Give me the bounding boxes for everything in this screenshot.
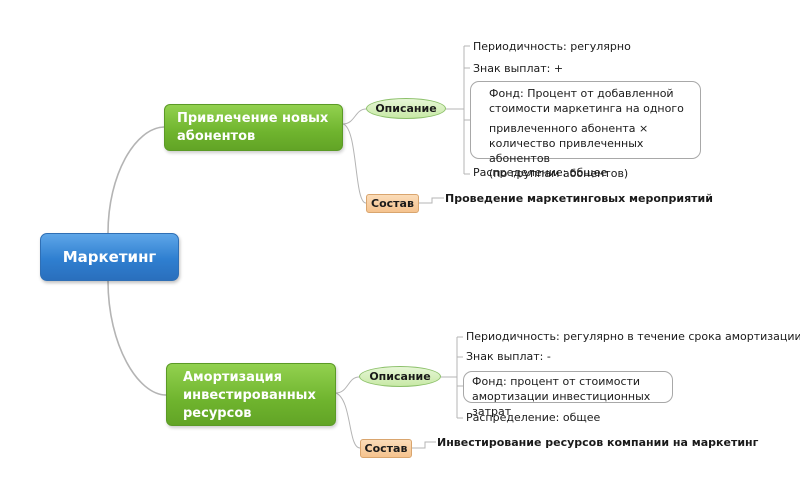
connector-central-to-branch-2 <box>107 280 167 396</box>
fund-line: привлеченного абонента × <box>489 122 649 135</box>
composition-node-2[interactable]: Состав <box>360 439 412 458</box>
central-topic-label: Маркетинг <box>62 248 157 266</box>
fund-line: амортизации инвестиционных затрат <box>472 390 651 418</box>
description-label: Описание <box>369 370 431 383</box>
periodicity-text-2: Периодичность: регулярно в течение срока… <box>466 330 800 343</box>
fund-line: стоимости маркетинга на одного <box>489 102 684 115</box>
fund-box-2: Фонд: процент от стоимости амортизации и… <box>463 371 673 418</box>
connector-branch-2-to-composition <box>335 392 361 449</box>
composition-label: Состав <box>364 442 408 455</box>
fund-line: Фонд: процент от стоимости <box>472 375 641 388</box>
periodicity-text-1: Периодичность: регулярно <box>473 40 631 53</box>
composition-value-1: Проведение маркетинговых мероприятий <box>445 192 713 205</box>
branch-title-line: Привлечение новых <box>177 111 329 126</box>
connector-description-1-attributes <box>446 45 470 175</box>
branch-title-line: Амортизация <box>183 370 282 385</box>
description-node-2[interactable]: Описание <box>359 366 441 387</box>
connector-description-2-attributes <box>441 336 463 419</box>
composition-value-2: Инвестирование ресурсов компании на марк… <box>437 436 759 449</box>
branch-title-line: инвестированных <box>183 388 316 403</box>
connector-branch-1-to-composition <box>342 123 367 204</box>
fund-line: Фонд: Процент от добавленной <box>489 87 674 100</box>
fund-line: количество привлеченных абонентов <box>489 137 644 165</box>
fund-box-1: Фонд: Процент от добавленной стоимости м… <box>470 81 701 180</box>
composition-label: Состав <box>371 197 414 210</box>
branch-title-line: ресурсов <box>183 406 252 421</box>
connector-branch-2-to-description <box>335 376 360 394</box>
central-topic-node[interactable]: Маркетинг <box>40 233 179 281</box>
distribution-text-2: Распределение: общее <box>466 411 601 424</box>
connector-composition-2-value <box>412 441 436 449</box>
branch-node-amortization[interactable]: Амортизация инвестированных ресурсов <box>166 363 336 426</box>
connector-central-to-branch-1 <box>107 126 165 234</box>
branch-title-line: абонентов <box>177 129 256 144</box>
description-node-1[interactable]: Описание <box>366 98 446 119</box>
composition-node-1[interactable]: Состав <box>366 194 419 213</box>
description-label: Описание <box>375 102 437 115</box>
payment-sign-text-1: Знак выплат: + <box>473 62 564 75</box>
distribution-text-1: Распределение: общее <box>473 166 608 179</box>
branch-node-new-subscribers[interactable]: Привлечение новых абонентов <box>164 104 343 151</box>
fund-line: (по группам абонентов) <box>489 167 629 180</box>
connector-composition-1-value <box>419 197 444 204</box>
connector-branch-1-to-description <box>342 108 367 125</box>
payment-sign-text-2: Знак выплат: - <box>466 350 551 363</box>
